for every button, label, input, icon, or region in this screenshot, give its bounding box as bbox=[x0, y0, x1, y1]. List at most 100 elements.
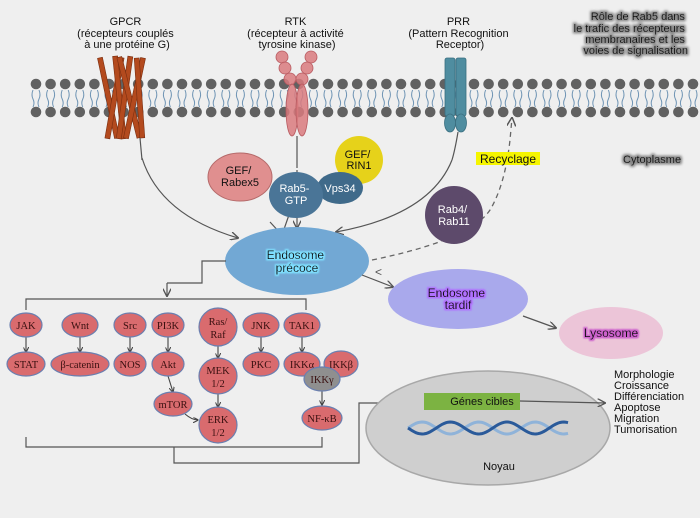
vps34-node bbox=[317, 172, 363, 204]
akt-label: Akt bbox=[160, 360, 176, 371]
ikkb-label: IKKβ bbox=[329, 360, 353, 371]
lipid-tail bbox=[75, 89, 85, 108]
nos-label: NOS bbox=[119, 360, 140, 371]
nucleus-label: Noyau bbox=[483, 461, 515, 473]
lipid-head bbox=[249, 106, 261, 118]
lipid-tail bbox=[381, 89, 391, 108]
lipid-head bbox=[424, 78, 436, 90]
vps34-label: Vps34 bbox=[324, 183, 355, 195]
lipid-head bbox=[410, 106, 421, 118]
lipid-head bbox=[74, 106, 86, 118]
lipid-head bbox=[497, 78, 509, 90]
lipid-tail bbox=[586, 89, 596, 108]
ikkg-label: IKKγ bbox=[310, 375, 334, 386]
lipid-tail bbox=[338, 89, 348, 108]
lipid-head bbox=[308, 106, 319, 118]
lipid-head bbox=[658, 106, 670, 118]
lipid-head bbox=[629, 106, 640, 118]
early-to-late-arrow bbox=[361, 274, 393, 287]
lipid-head bbox=[381, 106, 392, 118]
lipid-head bbox=[497, 106, 509, 118]
src-label: Src bbox=[123, 321, 137, 332]
lipid-head bbox=[308, 78, 319, 90]
lysosome bbox=[559, 307, 663, 359]
lipid-head bbox=[235, 78, 246, 90]
lipid-tail bbox=[323, 89, 333, 108]
mtor-node bbox=[153, 391, 193, 417]
rtk-label: RTK (récepteur à activité tyrosine kinas… bbox=[247, 16, 347, 51]
prr-to-endosome-arrow bbox=[336, 159, 453, 232]
lipid-tail bbox=[46, 89, 56, 108]
lipid-tail bbox=[367, 89, 377, 108]
lipid-tail bbox=[673, 89, 683, 108]
lipid-head bbox=[89, 78, 100, 90]
target-genes-box bbox=[424, 393, 520, 410]
lipid-head bbox=[570, 78, 582, 90]
late-endosome-label: Endosome tardif bbox=[428, 286, 489, 312]
lipid-tail bbox=[89, 89, 99, 108]
lipid-tail bbox=[221, 89, 231, 108]
lipid-tail bbox=[192, 89, 202, 108]
lipid-tail bbox=[177, 89, 187, 108]
gpcr-receptor-icon bbox=[97, 55, 146, 161]
akt-node bbox=[151, 351, 185, 377]
lipid-head bbox=[74, 78, 86, 90]
pi3k-node bbox=[151, 312, 185, 338]
lipid-tail bbox=[206, 89, 216, 108]
lipid-head bbox=[673, 106, 684, 118]
prr-receptor-icon bbox=[444, 57, 467, 161]
recycling-highlight bbox=[476, 152, 540, 165]
lipid-tail bbox=[31, 89, 41, 108]
gpcr-to-endosome-arrow bbox=[141, 157, 238, 238]
lipid-head bbox=[322, 78, 334, 90]
figure-title: Rôle de Rab5 dans le trafic des récepteu… bbox=[574, 11, 688, 57]
lipid-head bbox=[147, 106, 159, 118]
rab5-gtp-label: Rab5- GTP bbox=[279, 183, 312, 207]
jak-node bbox=[9, 312, 43, 338]
lipid-head bbox=[45, 106, 56, 118]
lipid-head bbox=[468, 78, 480, 90]
lipid-head bbox=[410, 78, 421, 90]
erk-node bbox=[198, 406, 238, 444]
pkc-node bbox=[242, 351, 280, 377]
lipid-head bbox=[249, 78, 261, 90]
lipid-head bbox=[556, 106, 567, 118]
lipid-head bbox=[351, 78, 363, 90]
lipid-head bbox=[512, 78, 524, 90]
cytoplasm-label: Cytoplasme bbox=[623, 154, 681, 166]
lipid-head bbox=[220, 106, 232, 118]
lipid-tail bbox=[615, 89, 625, 108]
lipid-head bbox=[556, 78, 567, 90]
dna-helix-icon bbox=[407, 420, 569, 436]
gef-rin1-node bbox=[335, 136, 383, 184]
lipid-head bbox=[629, 78, 640, 90]
gef-rabex5-label: GEF/ Rabex5 bbox=[221, 165, 259, 189]
akt-to-mtor-arrow bbox=[167, 375, 173, 392]
gef-rabex5-node bbox=[207, 152, 273, 202]
mtor-label: mTOR bbox=[159, 400, 188, 411]
lipid-head bbox=[59, 78, 71, 90]
lipid-tail bbox=[513, 89, 523, 108]
lysosome-label: Lysosome bbox=[584, 326, 639, 340]
lipid-tail bbox=[250, 89, 260, 108]
recycling-label: Recyclage bbox=[480, 152, 536, 166]
lipid-head bbox=[89, 106, 100, 118]
lipid-head bbox=[527, 106, 538, 118]
lipid-head bbox=[162, 106, 173, 118]
gef-rin1-label: GEF/ RIN1 bbox=[345, 149, 374, 172]
lipid-head bbox=[541, 106, 553, 118]
lipid-head bbox=[541, 78, 553, 90]
lipid-tail bbox=[162, 89, 172, 108]
lipid-tail bbox=[352, 89, 362, 108]
lipid-tail bbox=[411, 89, 421, 108]
lipid-head bbox=[483, 106, 494, 118]
lipid-head bbox=[395, 78, 407, 90]
lipid-head bbox=[424, 106, 436, 118]
lipid-tail bbox=[265, 89, 275, 108]
lipid-head bbox=[527, 78, 538, 90]
jnk-node bbox=[242, 312, 280, 338]
lipid-head bbox=[366, 106, 378, 118]
lipid-head bbox=[585, 78, 597, 90]
lipid-tail bbox=[557, 89, 567, 108]
ras-raf-node bbox=[198, 307, 238, 347]
